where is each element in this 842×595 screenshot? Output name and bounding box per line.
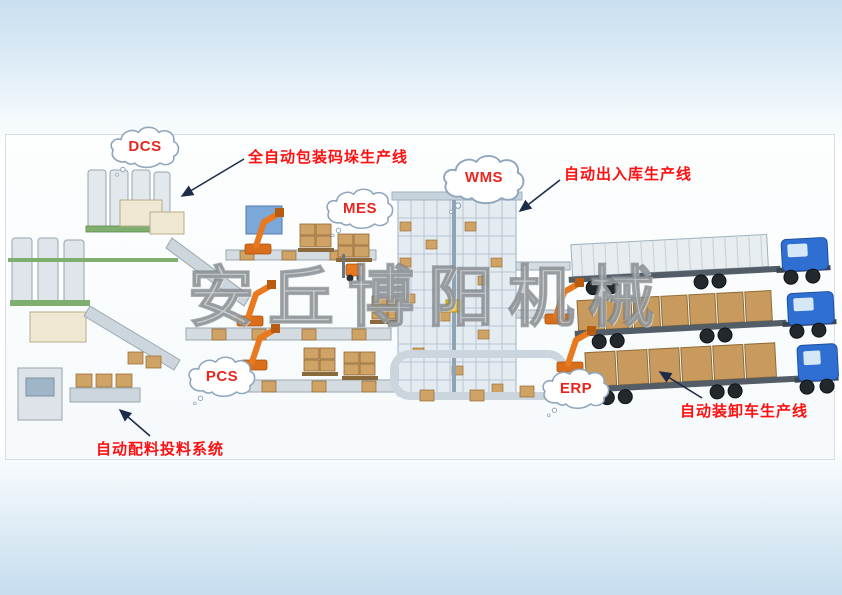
cloud-erp: ERP — [538, 366, 614, 419]
pallet-stack-icon — [301, 347, 339, 377]
pallet-stack-icon — [341, 351, 379, 381]
cloud-erp-label: ERP — [559, 379, 593, 397]
truck-bottom — [582, 342, 839, 406]
asrs-racking-illustration — [390, 191, 575, 402]
palletizing-equipment-illustration — [185, 206, 418, 393]
trucks-illustration — [545, 233, 839, 406]
cloud-mes: MES — [322, 186, 398, 239]
cloud-wms-label: WMS — [464, 168, 504, 186]
label-packing-line: 全自动包装码垛生产线 — [248, 149, 409, 166]
label-storage-line: 自动出入库生产线 — [564, 166, 693, 183]
truck-top — [568, 233, 831, 296]
cloud-dcs: DCS — [106, 124, 184, 179]
label-loading-line: 自动装卸车生产线 — [680, 403, 809, 420]
cloud-dcs-label: DCS — [128, 138, 162, 156]
truck-middle — [574, 290, 837, 350]
cloud-wms: WMS — [438, 152, 530, 216]
cloud-pcs: PCS — [184, 354, 260, 407]
label-batching-system: 自动配料投料系统 — [96, 441, 225, 458]
cloud-mes-label: MES — [342, 199, 377, 217]
cloud-pcs-label: PCS — [205, 367, 239, 385]
batching-equipment-illustration — [8, 169, 251, 421]
